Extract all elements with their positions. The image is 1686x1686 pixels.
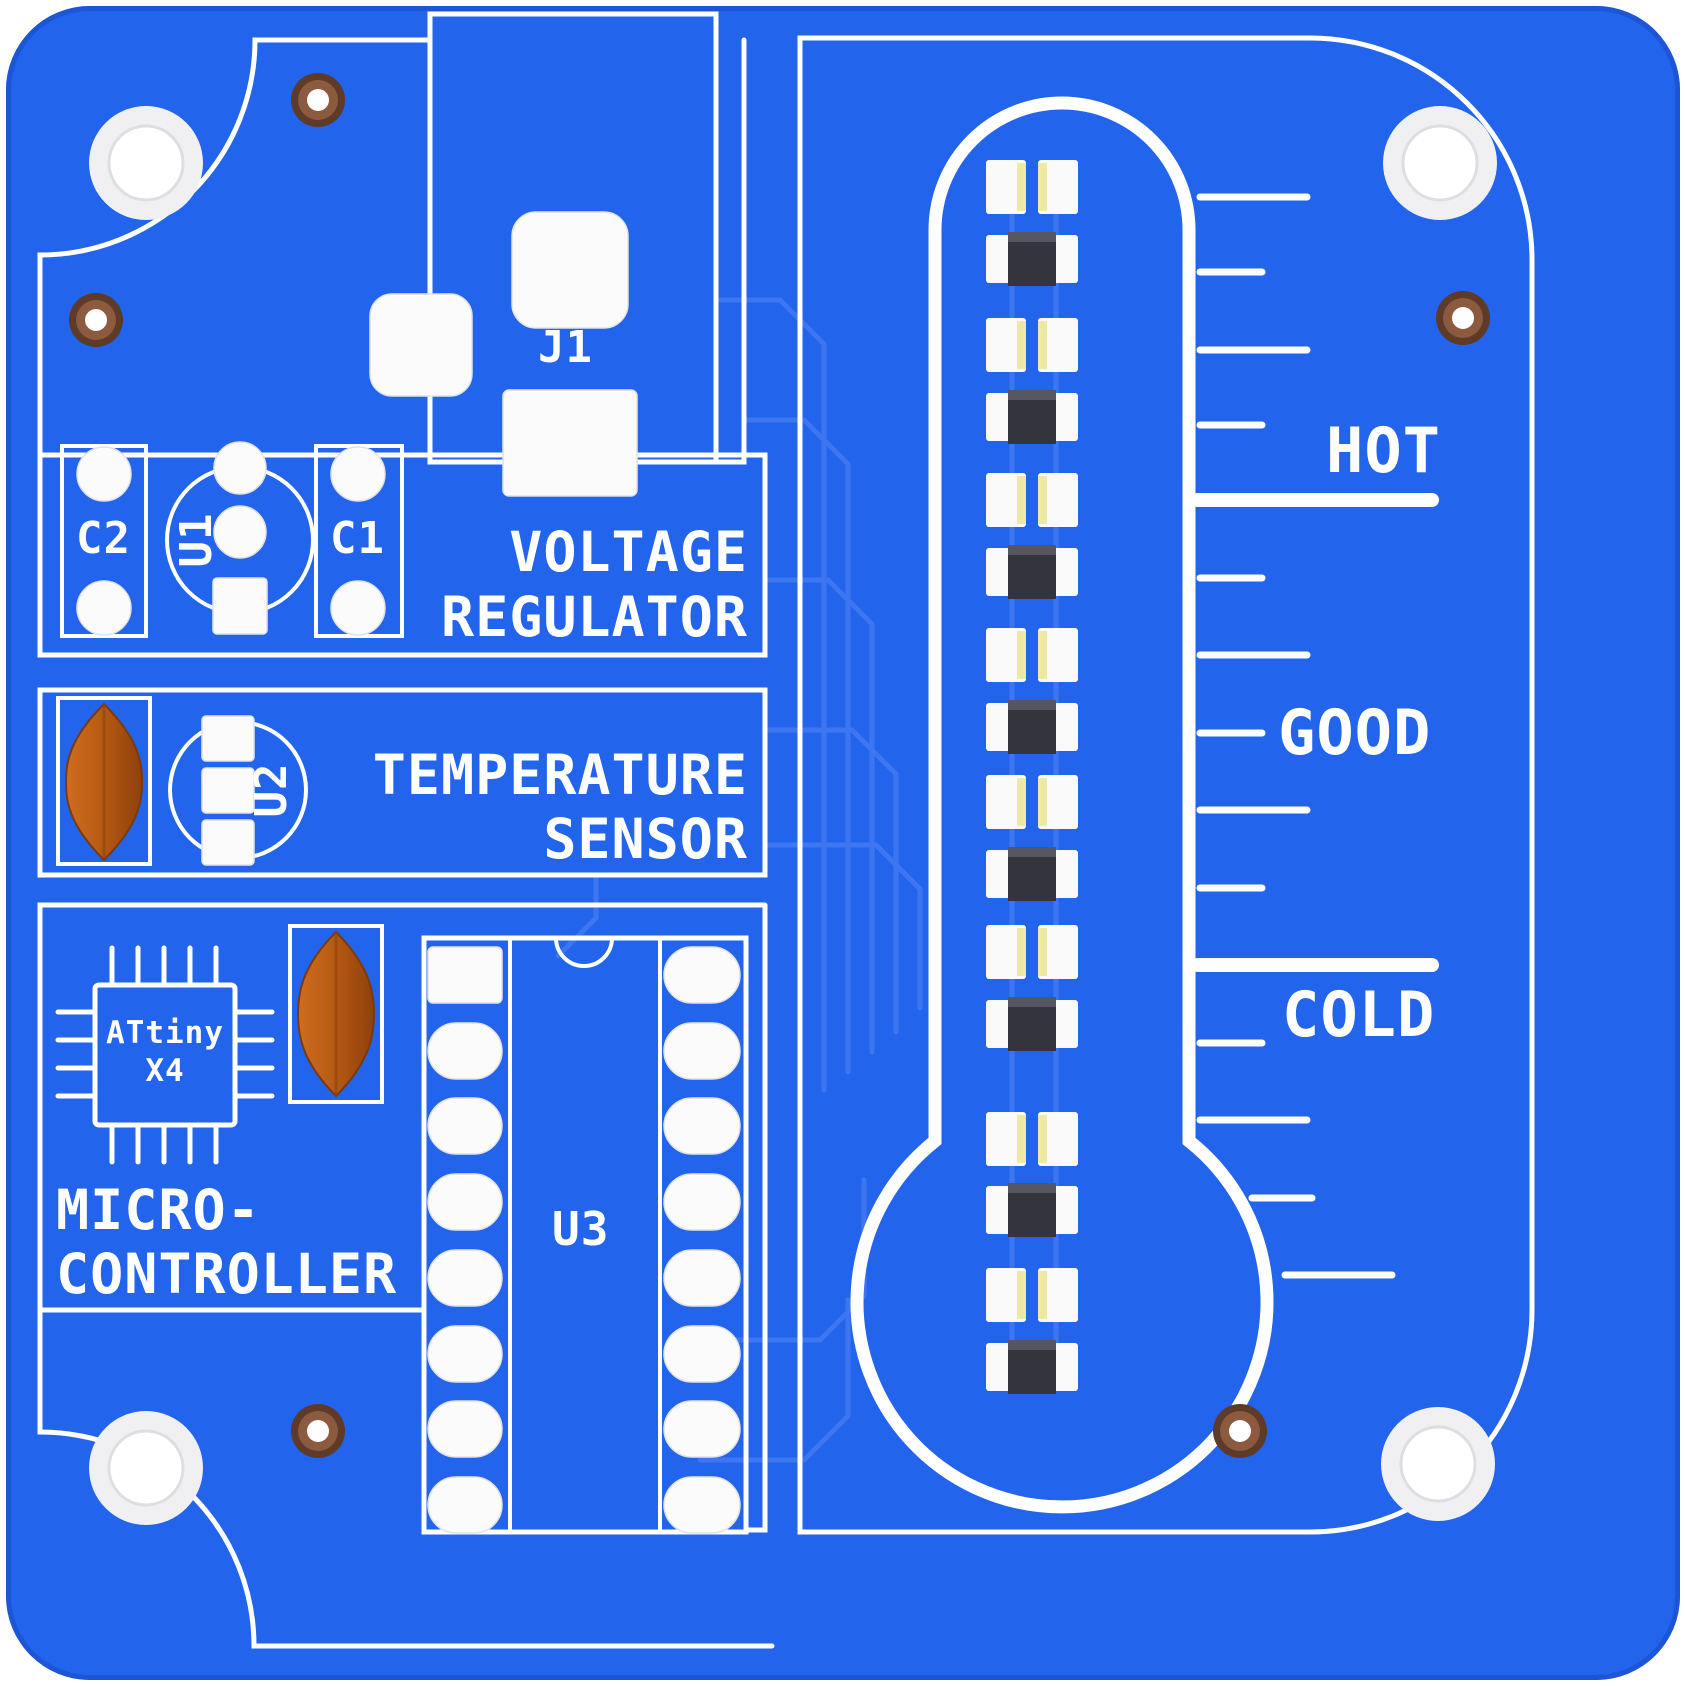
temperature-sensor-box [37, 687, 768, 878]
u2-pad [201, 819, 255, 866]
temperature-sensor-title-line2: SENSOR [543, 807, 748, 871]
resistor-component [986, 997, 1078, 1051]
j1-pad [511, 211, 629, 329]
good-label: GOOD [1278, 696, 1432, 769]
resistor-component [986, 1183, 1078, 1237]
u3-socket-outline [421, 935, 749, 1535]
microcontroller-box [37, 902, 768, 1533]
u3-pad [663, 1022, 741, 1080]
u3-pad [663, 1097, 741, 1155]
led-component [986, 160, 1078, 214]
thermometer-outline [850, 96, 1274, 1514]
j1-refdes: J1 [538, 322, 593, 373]
th1-outline [56, 696, 152, 866]
c1-pad [330, 446, 386, 502]
resistor-component [986, 700, 1078, 754]
mounting-hole [1381, 104, 1499, 222]
u3-pad-1 [427, 946, 503, 1004]
u2-pad [201, 715, 255, 762]
led-component [986, 925, 1078, 979]
display-section-outline [797, 35, 1535, 1535]
drill-hole [1213, 1404, 1267, 1458]
temperature-sensor-title-line1: TEMPERATURE [372, 743, 748, 807]
resistor-component [986, 1340, 1078, 1394]
resistor-component [986, 545, 1078, 599]
u2-refdes: U2 [246, 762, 297, 818]
drill-hole [291, 1404, 345, 1458]
drill-hole [1436, 291, 1490, 345]
u3-pad [427, 1097, 503, 1155]
hot-label: HOT [1326, 414, 1441, 487]
c2-outline [60, 444, 148, 638]
drill-hole [291, 73, 345, 127]
microcontroller-title-line2: CONTROLLER [56, 1242, 398, 1306]
scale-ticks [1191, 193, 1439, 1279]
c2-pad [76, 446, 132, 502]
u3-pad [663, 1325, 741, 1383]
u1-refdes: U1 [171, 512, 222, 568]
j1-tab-pad [502, 389, 638, 497]
u2-pad [201, 767, 255, 814]
c2-refdes: C2 [76, 513, 131, 564]
u1-pad [212, 577, 268, 635]
u3-pad [427, 1400, 503, 1458]
u3-pad [663, 1400, 741, 1458]
resistor-component [986, 232, 1078, 286]
chip-name-line2: X4 [145, 1053, 185, 1089]
chip-name-line1: ATtiny [106, 1015, 224, 1051]
u3-pad [663, 1476, 741, 1534]
led-component [986, 1112, 1078, 1166]
u3-pad [427, 1022, 503, 1080]
led-component [986, 1268, 1078, 1322]
c1-pad [330, 580, 386, 636]
u1-pad [213, 441, 267, 495]
pads [76, 211, 741, 1534]
led-resistor-chain [986, 160, 1078, 1394]
u3-pad [427, 1249, 503, 1307]
led-component [986, 318, 1078, 372]
voltage-regulator-title-line1: VOLTAGE [509, 520, 748, 584]
c2-pad [76, 580, 132, 636]
c1-outline [314, 444, 404, 638]
corner-arc-top-left [37, 37, 433, 458]
u3-pad [427, 1173, 503, 1231]
resistor-component [986, 390, 1078, 444]
cold-label: COLD [1282, 978, 1436, 1051]
u3-pad [427, 1325, 503, 1383]
attiny-chip-icon [55, 945, 275, 1165]
mounting-hole [87, 1409, 205, 1527]
led-component [986, 628, 1078, 682]
u3-pad [663, 1249, 741, 1307]
microcontroller-title-line1: MICRO- [56, 1178, 261, 1242]
thermistor-component [296, 930, 376, 1098]
c1-refdes: C1 [330, 513, 385, 564]
u1-pad [213, 505, 267, 559]
u3-pad [663, 1173, 741, 1231]
led-component [986, 473, 1078, 527]
led-component [986, 775, 1078, 829]
voltage-regulator-title-line2: REGULATOR [440, 585, 748, 649]
j1-pad [369, 293, 473, 397]
resistor-component [986, 847, 1078, 901]
th2-outline [288, 924, 384, 1104]
u3-refdes: U3 [552, 1202, 610, 1256]
silkscreen-outlines [37, 11, 1535, 1649]
mounting-hole [1379, 1405, 1497, 1523]
u3-pad [663, 946, 741, 1004]
mounting-hole [87, 104, 205, 222]
thermistor-component [64, 702, 144, 862]
drill-hole [69, 293, 123, 347]
u3-pad [427, 1476, 503, 1534]
